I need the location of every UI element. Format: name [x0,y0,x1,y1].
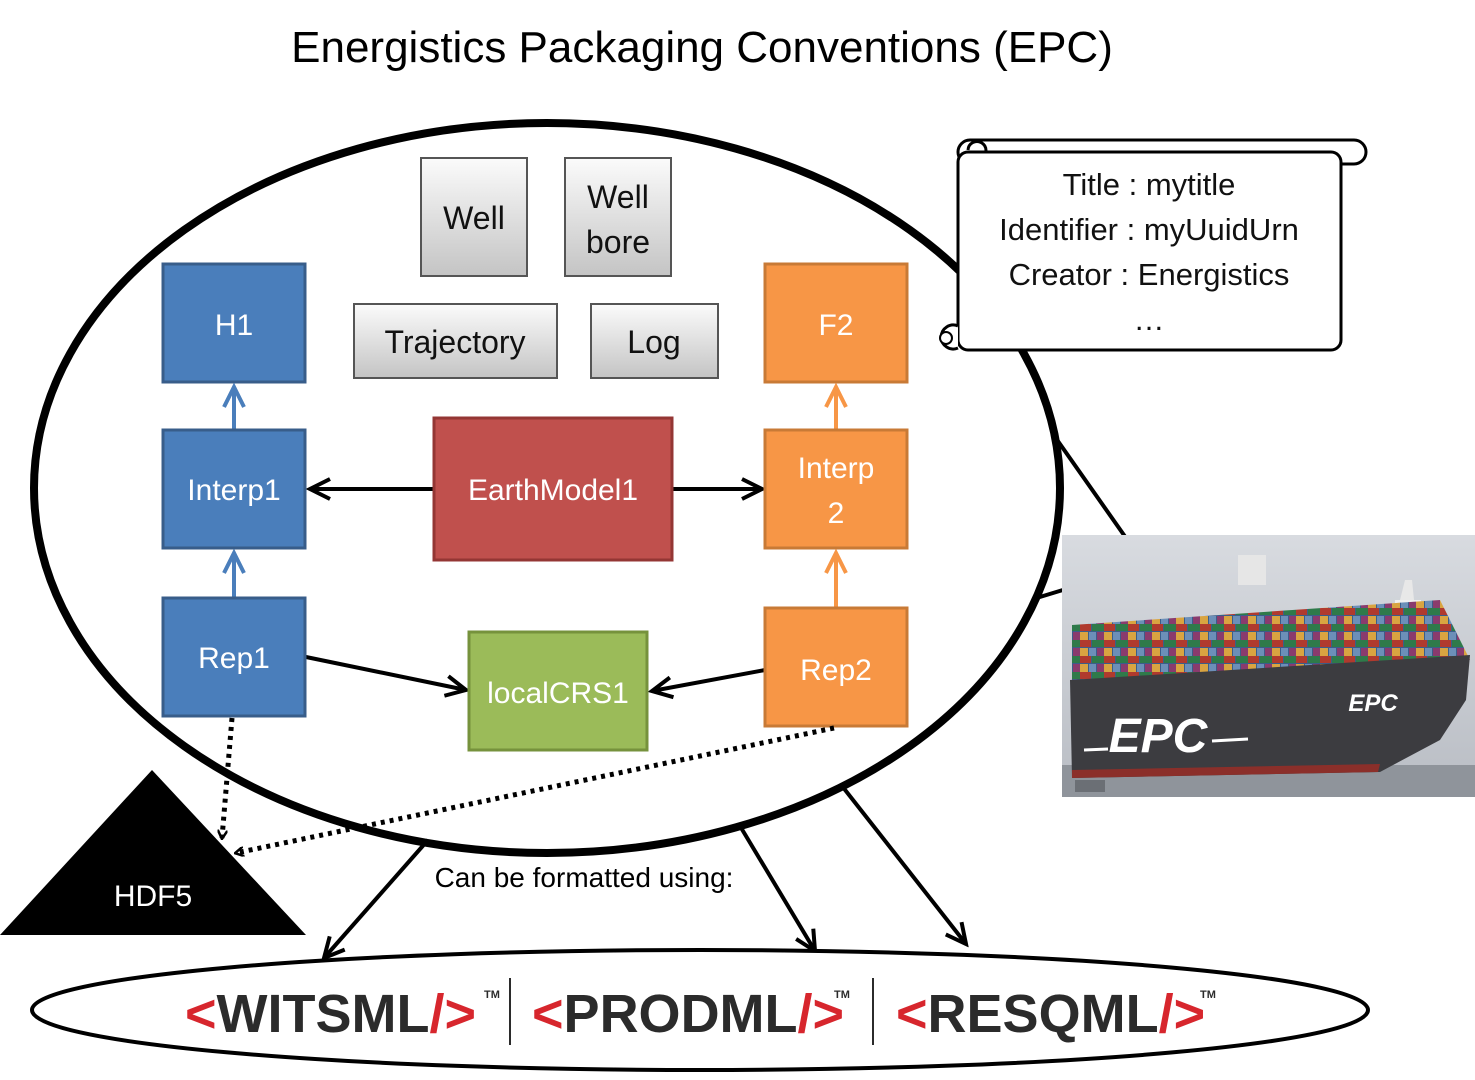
log-box[interactable]: Log [590,303,719,379]
svg-text:<RESQML/>: <RESQML/> [896,984,1205,1044]
arrow-to-resqml [840,784,966,944]
localcrs-label: localCRS1 [487,677,629,710]
hdf5-triangle[interactable]: HDF5 [0,770,306,935]
resqml-tm: TM [1200,989,1216,1001]
h1-label: H1 [215,309,253,342]
arrow-rep1-to-localcrs [305,655,466,690]
format-note: Can be formatted using: [435,862,734,893]
svg-text:<WITSML/>: <WITSML/> [185,984,476,1044]
container-ship-photo: EPC EPC [1062,535,1475,797]
trajectory-label: Trajectory [384,324,525,360]
standards-ellipse [30,948,1370,1072]
arrow-to-prodml [738,824,815,951]
witsml-logo[interactable]: <WITSML/> TM [185,984,500,1044]
ship-bow-label: EPC [1348,690,1398,717]
well-label: Well [443,200,505,236]
earthmodel-box[interactable]: EarthModel1 [432,416,674,562]
metadata-ellipsis: … [1134,302,1165,337]
arrow-rep2-to-localcrs [652,668,766,691]
rep1-box[interactable]: Rep1 [161,596,307,718]
diagram-title: Energistics Packaging Conventions (EPC) [291,23,1113,72]
dotted-rep2-to-hdf5 [236,725,835,853]
interp1-label: Interp1 [187,474,280,507]
dotted-rep1-to-hdf5 [222,717,235,838]
interp2-label-line1: Interp [798,452,875,485]
prodml-name: PRODML [564,984,798,1044]
arrow-to-witsml [324,838,430,958]
metadata-creator: Creator : Energistics [1009,257,1290,292]
witsml-name: WITSML [217,984,430,1044]
f2-box[interactable]: F2 [763,262,909,384]
interp1-box[interactable]: Interp1 [161,428,307,550]
wellbore-label-line1: Well [587,179,649,215]
resqml-name: RESQML [928,984,1159,1044]
hdf5-label: HDF5 [114,880,192,913]
localcrs-box[interactable]: localCRS1 [467,630,649,752]
h1-box[interactable]: H1 [161,262,307,384]
rep2-box[interactable]: Rep2 [763,606,909,728]
rep2-label: Rep2 [800,654,872,687]
witsml-tm: TM [484,989,500,1001]
metadata-scroll: Title : mytitle Identifier : myUuidUrn C… [939,138,1368,352]
metadata-identifier: Identifier : myUuidUrn [999,212,1299,247]
ship-hull-label: EPC [1109,710,1209,763]
prodml-tm: TM [834,989,850,1001]
resqml-logo[interactable]: <RESQML/> TM [896,984,1216,1044]
f2-label: F2 [818,309,853,342]
wellbore-box[interactable]: Well bore [564,157,672,277]
interp2-box[interactable]: Interp 2 [763,428,909,550]
rep1-label: Rep1 [198,642,270,675]
prodml-logo[interactable]: <PRODML/> TM [532,984,850,1044]
wellbore-label-line2: bore [586,224,650,260]
earthmodel-label: EarthModel1 [468,474,638,507]
well-box[interactable]: Well [420,157,528,277]
log-label: Log [627,324,680,360]
metadata-title: Title : mytitle [1063,167,1236,202]
svg-text:<PRODML/>: <PRODML/> [532,984,844,1044]
trajectory-box[interactable]: Trajectory [353,303,558,379]
interp2-label-line2: 2 [828,497,845,530]
